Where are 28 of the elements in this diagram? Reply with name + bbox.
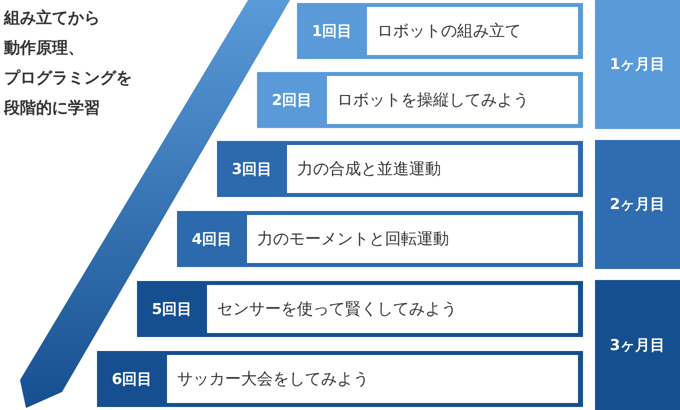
session-box: [217, 141, 583, 197]
session-topic: サッカー大会をしてみよう: [167, 355, 578, 403]
intro-text: プログラミングを: [4, 68, 132, 89]
session-number: 2回目: [270, 90, 314, 110]
intro-text: 組み立てから: [4, 8, 100, 29]
month-label: 3ヶ月目: [610, 336, 666, 354]
session-topic: ロボットを操縦してみよう: [327, 76, 578, 124]
intro-text: 段階的に学習: [4, 98, 100, 119]
month-box: [595, 140, 680, 269]
session-box: [177, 211, 583, 267]
session-number: 1回目: [310, 20, 354, 42]
month-box: [595, 0, 680, 129]
session-topic: センサーを使って賢くしてみよう: [207, 285, 578, 333]
month-label: 2ヶ月目: [610, 195, 666, 214]
session-topic: 力の合成と並進運動: [287, 145, 578, 193]
session-number: 6回目: [110, 368, 154, 390]
session-box: [257, 72, 583, 128]
session-topic: ロボットの組み立て: [367, 7, 578, 55]
session-box: [97, 351, 583, 407]
session-box: [137, 281, 583, 337]
intro-text: 動作原理、: [4, 38, 84, 59]
session-number: 5回目: [150, 298, 194, 320]
month-box: [595, 280, 680, 410]
month-label: 1ヶ月目: [610, 55, 666, 74]
session-topic: 力のモーメントと回転運動: [247, 215, 578, 263]
session-box: [297, 3, 583, 59]
session-number: 4回目: [190, 228, 234, 250]
session-number: 3回目: [230, 158, 274, 180]
